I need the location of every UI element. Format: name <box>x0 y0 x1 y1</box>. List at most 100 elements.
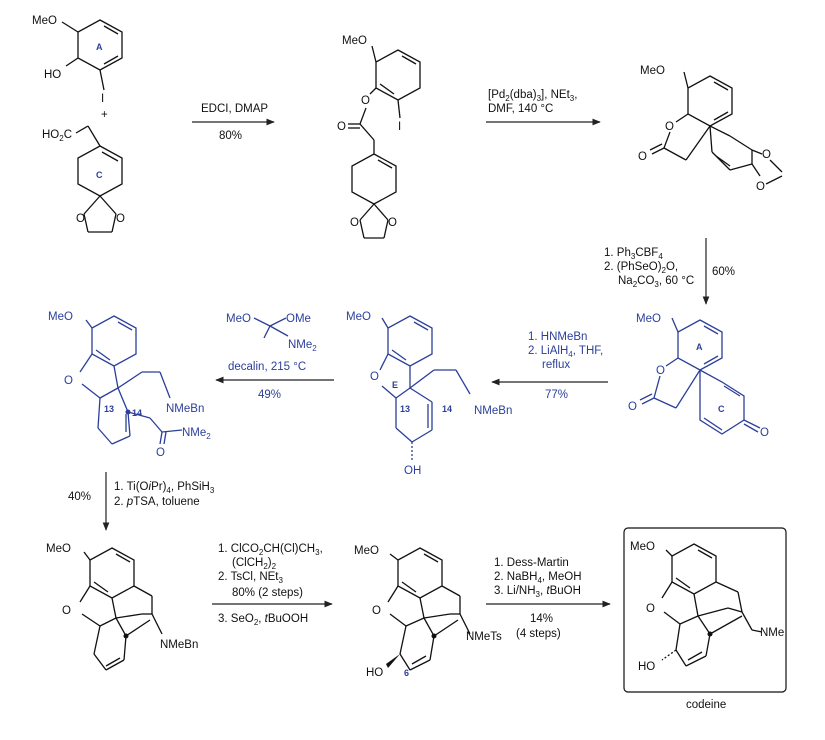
carbon-14-label: 14 <box>132 408 142 418</box>
iodo-label: I <box>398 121 401 133</box>
plus-sign: + <box>101 109 108 121</box>
ketal-oxygen: O <box>116 213 125 225</box>
reaction-step-6: 1. Ti(OiPr)4, PhSiH3 2. pTSA, toluene 40… <box>68 472 215 531</box>
conditions-line: DMF, 140 °C <box>488 103 553 115</box>
reagent-line-3: 2. TsCl, NEt3 <box>218 571 284 585</box>
compound-9-tosylamide: MeO O NMeTs HO 6 <box>354 545 502 679</box>
ester-oxygen: O <box>361 95 370 107</box>
compound-4-spirolactone: MeO O O O O <box>638 65 783 193</box>
amide-oxygen: O <box>156 447 165 459</box>
ketal-oxygen: O <box>756 181 765 193</box>
methoxy-label: MeO <box>46 543 71 555</box>
ketone-oxygen: O <box>760 427 769 439</box>
reagent-dimethylamino: NMe2 <box>288 339 317 353</box>
yield-label: 80% <box>219 130 242 142</box>
amine-label: NMe <box>760 627 784 639</box>
compound-5-spirodienone: A MeO O O C O <box>628 313 769 439</box>
yield-label: 77% <box>545 389 568 401</box>
reaction-step-3: 1. Ph3CBF4 2. (PhSeO)2O, Na2CO3, 60 °C 6… <box>604 238 735 305</box>
steps-note: (4 steps) <box>516 628 561 640</box>
compound-6-allylic-alcohol: MeO O E NMeBn OH 13 14 <box>346 311 512 477</box>
ketal-oxygen: O <box>762 149 771 161</box>
carbonyl-oxygen: O <box>337 121 346 133</box>
yield-label: 49% <box>258 389 281 401</box>
compound-1-iodophenol: MeO HO I A + <box>32 15 123 121</box>
methoxy-label: MeO <box>48 311 73 323</box>
amine-label: NMeBn <box>160 639 198 651</box>
dimethylamide-label: NMe2 <box>182 427 211 441</box>
ring-label-c: C <box>96 170 103 180</box>
conditions-label: decalin, 215 °C <box>228 361 306 373</box>
reaction-step-8: 1. Dess-Martin 2. NaBH4, MeOH 3. Li/NH3,… <box>486 557 611 640</box>
reaction-step-7: 1. ClCO2CH(Cl)CH3, (ClCH2)2 2. TsCl, NEt… <box>212 543 333 627</box>
ketal-oxygen: O <box>388 217 397 229</box>
reaction-step-5: MeO OMe NMe2 decalin, 215 °C 49% <box>215 313 334 401</box>
compound-name: codeine <box>686 699 726 711</box>
lactone-oxygen: O <box>665 121 674 133</box>
reagent-line-1: 1. Ti(OiPr)4, PhSiH3 <box>114 481 215 495</box>
product-box <box>623 527 787 693</box>
hydroxy-label: OH <box>404 465 421 477</box>
reagent-line-5: 3. SeO2, tBuOOH <box>218 613 308 627</box>
carbonyl-oxygen: O <box>628 401 637 413</box>
reaction-step-2: [Pd2(dba)3], NEt3, DMF, 140 °C <box>486 89 601 126</box>
carbon-6-label: 6 <box>404 668 409 678</box>
compound-codeine: MeO O NMe HO codeine <box>623 527 787 711</box>
reagent-line-2: 2. LiAlH4, THF, <box>528 345 603 359</box>
reagents-label: EDCI, DMAP <box>201 103 268 115</box>
reagent-line-3: Na2CO3, 60 °C <box>618 275 694 289</box>
reaction-step-1: EDCI, DMAP 80% <box>192 103 275 142</box>
hydroxy-label: HO <box>366 667 383 679</box>
ring-label-a: A <box>96 42 103 52</box>
reagent-line-2: 2. NaBH4, MeOH <box>494 571 582 585</box>
yield-label: 60% <box>712 266 735 278</box>
compound-2-cyclohexenyl-acid: HO2C C O O <box>42 125 125 233</box>
carboxylic-acid-label: HO2C <box>42 129 72 143</box>
carbon-13-label: 13 <box>400 404 410 414</box>
reagent-line-1: 1. HNMeBn <box>528 331 587 343</box>
reagents-line: [Pd2(dba)3], NEt3, <box>488 89 577 103</box>
ring-label-e: E <box>392 380 398 390</box>
reagent-line-2: 2. pTSA, toluene <box>114 496 200 508</box>
hydroxy-label: HO <box>638 661 655 673</box>
ketal-oxygen: O <box>350 217 359 229</box>
yield-label: 14% <box>530 613 553 625</box>
ketal-oxygen: O <box>76 213 85 225</box>
methoxy-label: MeO <box>346 311 371 323</box>
reagent-methoxy: MeO <box>226 313 251 325</box>
reagent-line-3: 3. Li/NH3, tBuOH <box>494 585 581 599</box>
amine-label: NMeTs <box>466 631 502 643</box>
carbon-14-label: 14 <box>442 404 452 414</box>
reagent-line-2: 2. (PhSeO)2O, <box>604 261 678 275</box>
ether-oxygen: O <box>372 605 381 617</box>
compound-3-aryl-ester: MeO O I O O O <box>337 35 421 239</box>
carbonyl-oxygen: O <box>638 151 647 163</box>
methoxy-label: MeO <box>342 35 367 47</box>
reagent-line-1: 1. Ph3CBF4 <box>604 247 663 261</box>
carbon-13-label: 13 <box>104 404 114 414</box>
ether-oxygen: O <box>646 603 655 615</box>
reaction-step-4: 1. HNMeBn 2. LiAlH4, THF, reflux 77% <box>491 331 608 401</box>
reagent-methoxy: OMe <box>286 313 311 325</box>
methoxy-label: MeO <box>630 541 655 553</box>
ring-label-a: A <box>696 342 703 352</box>
reagent-line-1: 1. Dess-Martin <box>494 557 569 569</box>
ether-oxygen: O <box>64 375 73 387</box>
methoxy-label: MeO <box>640 65 665 77</box>
methoxy-label: MeO <box>636 313 661 325</box>
methoxy-label: MeO <box>32 15 57 27</box>
ether-oxygen: O <box>370 371 379 383</box>
iodo-label: I <box>101 93 104 105</box>
ring-label-c: C <box>718 404 725 414</box>
yield-label: 80% (2 steps) <box>232 587 303 599</box>
reagent-line-2: (ClCH2)2 <box>232 557 277 571</box>
amine-label: NMeBn <box>166 403 204 415</box>
lactone-oxygen: O <box>656 365 665 377</box>
reagent-line-3: reflux <box>542 359 570 371</box>
amine-label: NMeBn <box>474 405 512 417</box>
hydroxy-label: HO <box>44 69 61 81</box>
methoxy-label: MeO <box>354 545 379 557</box>
compound-8-morphinan: MeO O NMeBn <box>46 543 198 671</box>
ether-oxygen: O <box>62 605 71 617</box>
